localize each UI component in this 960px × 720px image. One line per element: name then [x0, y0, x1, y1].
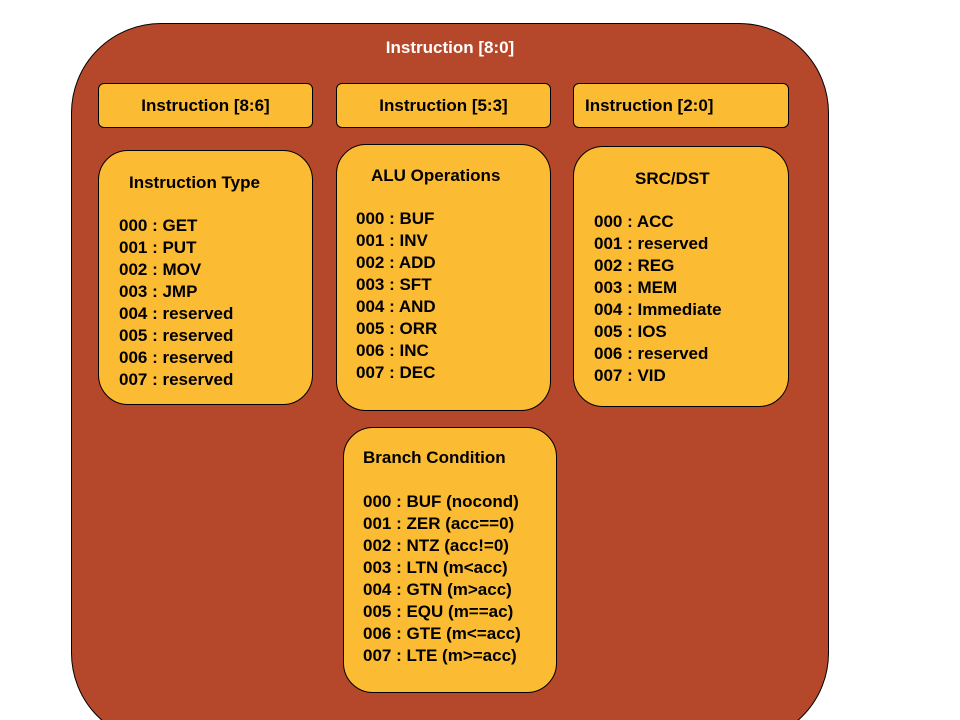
alu-operations-list: 000 : BUF 001 : INV 002 : ADD 003 : SFT …: [356, 208, 437, 384]
list-item: 004 : AND: [356, 297, 436, 316]
list-item: 007 : LTE (m>=acc): [363, 646, 517, 665]
instruction-type-box: Instruction Type 000 : GET 001 : PUT 002…: [98, 150, 313, 405]
list-item: 002 : MOV: [119, 260, 202, 279]
field-label: Instruction [8:6]: [141, 95, 270, 115]
list-item: 003 : MEM: [594, 278, 678, 297]
list-item: 006 : reserved: [119, 348, 234, 367]
instruction-title: Instruction [8:0]: [385, 38, 515, 57]
list-item: 007 : DEC: [356, 363, 436, 382]
list-item: 003 : SFT: [356, 275, 432, 294]
field-instruction-2-0: Instruction [2:0]: [573, 83, 789, 128]
list-item: 004 : reserved: [119, 304, 234, 323]
box-title: ALU Operations: [371, 166, 501, 185]
list-item: 007 : reserved: [119, 370, 234, 389]
list-item: 005 : IOS: [594, 322, 667, 341]
list-item: 000 : BUF: [356, 209, 435, 228]
list-item: 003 : JMP: [119, 282, 198, 301]
list-item: 005 : reserved: [119, 326, 234, 345]
list-item: 006 : INC: [356, 341, 429, 360]
list-item: 006 : reserved: [594, 344, 709, 363]
field-instruction-5-3: Instruction [5:3]: [336, 83, 551, 128]
list-item: 002 : NTZ (acc!=0): [363, 536, 509, 555]
branch-condition-list: 000 : BUF (nocond) 001 : ZER (acc==0) 00…: [363, 491, 521, 667]
field-label: Instruction [5:3]: [379, 95, 508, 115]
box-title: Instruction Type: [129, 173, 260, 192]
alu-operations-box: ALU Operations 000 : BUF 001 : INV 002 :…: [336, 144, 551, 411]
list-item: 005 : EQU (m==ac): [363, 602, 514, 621]
field-label: Instruction [2:0]: [585, 95, 714, 115]
src-dst-box: SRC/DST 000 : ACC 001 : reserved 002 : R…: [573, 146, 789, 407]
list-item: 001 : ZER (acc==0): [363, 514, 515, 533]
list-item: 004 : Immediate: [594, 300, 722, 319]
instruction-type-list: 000 : GET 001 : PUT 002 : MOV 003 : JMP …: [119, 215, 233, 391]
list-item: 000 : ACC: [594, 212, 674, 231]
list-item: 005 : ORR: [356, 319, 438, 338]
list-item: 000 : GET: [119, 216, 198, 235]
list-item: 001 : INV: [356, 231, 428, 250]
list-item: 002 : ADD: [356, 253, 436, 272]
list-item: 001 : reserved: [594, 234, 709, 253]
list-item: 000 : BUF (nocond): [363, 492, 519, 511]
box-title: SRC/DST: [635, 169, 710, 188]
box-title: Branch Condition: [363, 448, 506, 467]
list-item: 006 : GTE (m<=acc): [363, 624, 521, 643]
branch-condition-box: Branch Condition 000 : BUF (nocond) 001 …: [343, 427, 557, 693]
list-item: 004 : GTN (m>acc): [363, 580, 512, 599]
list-item: 002 : REG: [594, 256, 675, 275]
field-instruction-8-6: Instruction [8:6]: [98, 83, 313, 128]
list-item: 007 : VID: [594, 366, 666, 385]
list-item: 001 : PUT: [119, 238, 197, 257]
src-dst-list: 000 : ACC 001 : reserved 002 : REG 003 :…: [594, 211, 722, 387]
list-item: 003 : LTN (m<acc): [363, 558, 508, 577]
